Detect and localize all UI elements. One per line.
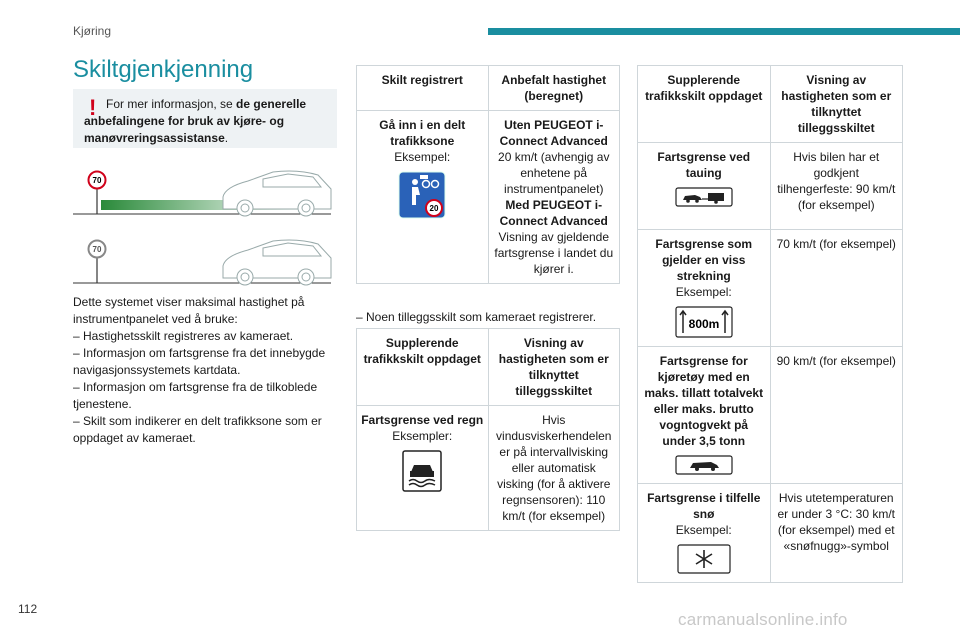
- sign1-label: 70: [93, 176, 102, 185]
- towing-sign-icon: [675, 187, 733, 207]
- warning-icon: !: [89, 95, 97, 120]
- table1-uten-text: 20 km/t (avhengig av enhetene på instrum…: [498, 150, 610, 196]
- notice-link-text: de generelle anbefalingene for bruk av k…: [84, 97, 307, 145]
- watermark: carmanualsonline.info: [678, 610, 848, 629]
- table3-row-weight: Fartsgrense for kjøretøy med en maks. ti…: [637, 346, 771, 484]
- table1-sign-title: Gå inn i en delt trafikksone: [379, 118, 466, 148]
- table3-value: Hvis utetemperaturen er under 3 °C: 30 k…: [769, 483, 903, 583]
- snowflake-sign-icon: [677, 544, 731, 574]
- table1-uten-heading: Uten PEUGEOT i-Connect Advanced: [499, 118, 608, 148]
- body-text: Dette systemet viser maksimal hastighet …: [73, 294, 338, 447]
- table3-row-towing: Fartsgrense ved tauing: [637, 142, 771, 230]
- notice-box: ! For mer informasjon, se de generelle a…: [73, 89, 337, 148]
- body-item: – Skilt som indikerer en delt trafikkson…: [73, 414, 322, 445]
- distance-sign-icon: 800m: [675, 306, 733, 338]
- body-item: – Informasjon om fartsgrense fra de tilk…: [73, 380, 318, 411]
- table3-example: Eksempel:: [675, 523, 732, 537]
- table3-title: Fartsgrense som gjelder en viss streknin…: [655, 237, 753, 283]
- rain-table: Supplerende trafikkskilt oppdaget Visnin…: [356, 328, 620, 531]
- notice-suffix: .: [224, 131, 229, 145]
- table2-example: Eksempler:: [392, 429, 453, 443]
- notice-prefix: For mer informasjon, se: [106, 97, 237, 111]
- table3-value: 70 km/t (for eksempel): [769, 229, 903, 347]
- table2-header-speed: Visning av hastigheten som er tilknyttet…: [487, 328, 620, 406]
- table2-value-cell: Hvis vindusviskerhendelen er på interval…: [487, 405, 620, 531]
- table3-value: 90 km/t (for eksempel): [769, 346, 903, 484]
- table3-value: Hvis bilen har et godkjent tilhengerfest…: [769, 142, 903, 230]
- between-text: – Noen tilleggsskilt som kameraet regist…: [356, 310, 597, 324]
- table1-med-text: Visning av gjeldende fartsgrense i lande…: [494, 230, 614, 276]
- shared-zone-sign-icon: 20: [398, 171, 446, 219]
- distance-sign-text: 800m: [688, 317, 719, 331]
- shared-zone-table: Skilt registrert Anbefalt hastighet (ber…: [356, 65, 620, 284]
- table1-sign-cell: Gå inn i en delt trafikksone Eksempel: 2…: [356, 110, 489, 284]
- table3-header-sign: Supplerende trafikkskilt oppdaget: [637, 65, 771, 143]
- table1-sign-example: Eksempel:: [394, 150, 451, 164]
- speed-sign-illustration-green: 70: [73, 170, 332, 217]
- table3-example: Eksempel:: [675, 285, 732, 299]
- table2-sign-cell: Fartsgrense ved regn Eksempler:: [356, 405, 489, 531]
- sign2-label: 70: [93, 245, 102, 254]
- table1-header-speed: Anbefalt hastighet (beregnet): [487, 65, 620, 111]
- notice-text: For mer informasjon, se de generelle anb…: [84, 96, 329, 147]
- table3-header-speed: Visning av hastigheten som er tilknyttet…: [769, 65, 903, 143]
- table1-header-sign: Skilt registrert: [356, 65, 489, 111]
- table2-header-sign: Supplerende trafikkskilt oppdaget: [356, 328, 489, 406]
- table2-title: Fartsgrense ved regn: [361, 413, 484, 427]
- header-accent-bar: [488, 28, 960, 35]
- speed-sign-illustration-grey: 70: [73, 239, 332, 286]
- page-number: 112: [18, 602, 38, 616]
- table3-title: Fartsgrense for kjøretøy med en maks. ti…: [644, 354, 764, 448]
- section-label: Kjøring: [73, 24, 112, 38]
- body-intro: Dette systemet viser maksimal hastighet …: [73, 295, 305, 326]
- rain-sign-icon: [402, 450, 442, 492]
- table3-row-snow: Fartsgrense i tilfelle snø Eksempel:: [637, 483, 771, 583]
- body-item: – Hastighetsskilt registreres av kamerae…: [73, 329, 294, 343]
- car-sign-icon: [675, 455, 733, 475]
- table3-row-stretch: Fartsgrense som gjelder en viss streknin…: [637, 229, 771, 347]
- table3-title: Fartsgrense ved tauing: [657, 150, 751, 180]
- body-item: – Informasjon om fartsgrense fra det inn…: [73, 346, 326, 377]
- page-title: Skiltgjenkjenning: [73, 56, 254, 83]
- table1-speed-cell: Uten PEUGEOT i-Connect Advanced 20 km/t …: [487, 110, 620, 284]
- table1-med-heading: Med PEUGEOT i-Connect Advanced: [499, 198, 608, 228]
- table3-title: Fartsgrense i tilfelle snø: [647, 491, 761, 521]
- shared-zone-sign-number: 20: [430, 204, 439, 213]
- supplementary-signs-table: Supplerende trafikkskilt oppdaget Visnin…: [637, 65, 903, 583]
